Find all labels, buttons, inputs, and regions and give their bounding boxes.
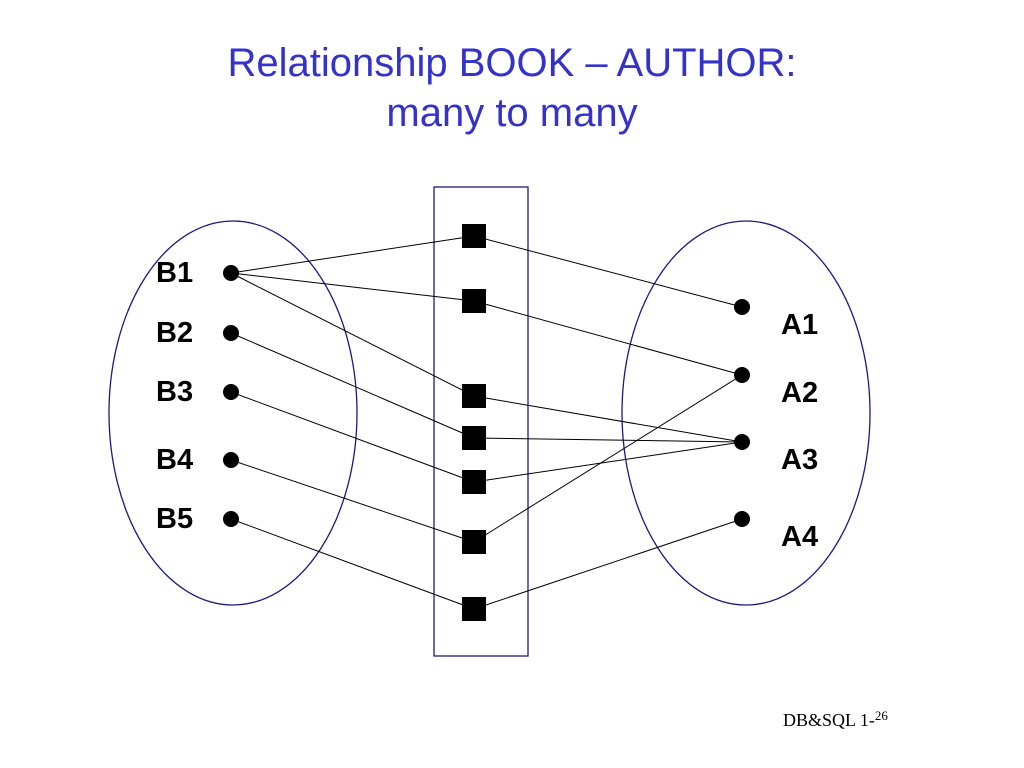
relationship-pair-square bbox=[462, 224, 486, 248]
relationship-box bbox=[433, 186, 529, 657]
link-line-pair-a2 bbox=[473, 300, 743, 376]
book-node-dot bbox=[223, 384, 239, 400]
link-line-pair-a3 bbox=[473, 437, 743, 443]
author-label: A3 bbox=[781, 444, 818, 476]
book-node-dot bbox=[223, 452, 239, 468]
link-line-b5-pair bbox=[230, 518, 475, 610]
page-number: 26 bbox=[874, 708, 888, 723]
book-label: B4 bbox=[156, 444, 193, 476]
author-node-dot bbox=[734, 367, 750, 383]
author-node-dot bbox=[734, 511, 750, 527]
book-label: B1 bbox=[156, 257, 193, 289]
slide-footer: DB&SQL 1-26 bbox=[783, 708, 888, 731]
link-line-b2-pair bbox=[230, 332, 475, 439]
author-node-dot bbox=[734, 434, 750, 450]
relationship-pair-square bbox=[462, 289, 486, 313]
book-label: B2 bbox=[156, 317, 193, 349]
book-node-dot bbox=[223, 325, 239, 341]
footer-text: DB&SQL 1- bbox=[783, 710, 875, 730]
link-line-b3-pair bbox=[230, 391, 475, 483]
relationship-pair-square bbox=[462, 384, 486, 408]
book-label: B5 bbox=[156, 503, 193, 535]
slide-title: Relationship BOOK – AUTHOR: many to many bbox=[0, 38, 1024, 138]
title-line-1: Relationship BOOK – AUTHOR: bbox=[227, 41, 797, 85]
author-node-dot bbox=[734, 299, 750, 315]
link-line-b4-pair bbox=[230, 459, 475, 543]
author-set-ellipse bbox=[621, 220, 871, 606]
link-line-pair-a3 bbox=[473, 441, 743, 483]
links-layer bbox=[230, 235, 743, 610]
book-label: B3 bbox=[156, 376, 193, 408]
book-node-dot bbox=[223, 265, 239, 281]
relationship-pair-square bbox=[462, 530, 486, 554]
book-node-dot bbox=[223, 511, 239, 527]
relationship-pair-square bbox=[462, 470, 486, 494]
book-set-ellipse bbox=[108, 220, 358, 606]
author-label: A4 bbox=[781, 521, 818, 553]
title-line-2: many to many bbox=[386, 91, 638, 135]
relationship-pair-square bbox=[462, 597, 486, 621]
link-line-pair-a4 bbox=[473, 518, 743, 610]
link-line-b1-pair bbox=[230, 272, 475, 302]
relationship-pair-square bbox=[462, 426, 486, 450]
link-line-b1-pair bbox=[230, 272, 475, 397]
link-line-pair-a3 bbox=[473, 395, 743, 443]
link-line-pair-a2 bbox=[473, 374, 743, 543]
link-line-b1-pair bbox=[230, 235, 475, 274]
author-label: A1 bbox=[781, 309, 818, 341]
link-line-pair-a1 bbox=[473, 235, 743, 308]
author-label: A2 bbox=[781, 377, 818, 409]
